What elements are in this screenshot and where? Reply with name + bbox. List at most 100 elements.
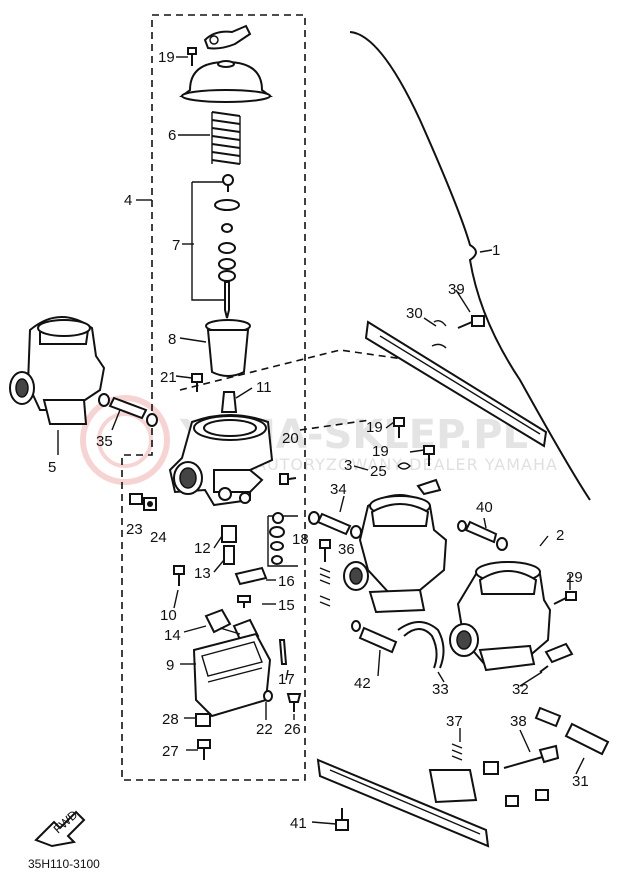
spring-6	[211, 111, 241, 165]
small-screws	[505, 789, 549, 807]
callout-21: 21	[160, 369, 177, 386]
callout-19-top: 19	[158, 49, 175, 66]
screw-20	[279, 473, 297, 485]
callout-28: 28	[162, 711, 179, 728]
assembly-4-boundary	[121, 14, 306, 781]
callout-25: 25	[370, 463, 387, 480]
spring-25	[397, 462, 411, 470]
screw-21	[191, 373, 203, 392]
callout-31: 31	[572, 773, 589, 790]
shaft-31	[534, 706, 610, 756]
throttle-lever	[203, 24, 252, 50]
callout-38: 38	[510, 713, 527, 730]
leader-dashed-1	[179, 349, 411, 391]
joint-34	[308, 511, 362, 539]
callout-18: 18	[292, 531, 309, 548]
callout-24: 24	[150, 529, 167, 546]
watermark-logo-inner	[97, 412, 153, 468]
oring-22	[263, 690, 273, 702]
piston-valve-8	[205, 319, 251, 377]
hose-33	[397, 621, 445, 669]
callout-33: 33	[432, 681, 449, 698]
needle-set-7	[191, 174, 240, 319]
screw-19-top	[187, 47, 197, 66]
callout-35: 35	[96, 433, 113, 450]
callout-30: 30	[406, 305, 423, 322]
callout-39: 39	[448, 281, 465, 298]
jet-11	[220, 391, 238, 413]
callout-16: 16	[278, 573, 295, 590]
callouts: 19 6 4 7 8 21 11 20 35 5 23 24 12 13 18 …	[48, 49, 589, 832]
callout-37: 37	[446, 713, 463, 730]
bottom-bar	[316, 758, 490, 848]
callout-27: 27	[162, 743, 179, 760]
callout-10: 10	[160, 607, 177, 624]
washers-23-24	[129, 493, 157, 511]
callout-6: 6	[168, 127, 176, 144]
screw-27	[197, 739, 211, 760]
callout-12: 12	[194, 540, 211, 557]
screw-29	[553, 591, 577, 605]
callout-20: 20	[282, 430, 299, 447]
float-bowl-9	[192, 632, 272, 718]
callout-8: 8	[168, 331, 176, 348]
callout-9: 9	[166, 657, 174, 674]
drawing-code: 35H110-3100	[28, 857, 100, 871]
callout-29: 29	[566, 569, 583, 586]
callout-22: 22	[256, 721, 273, 738]
bracket-37	[428, 743, 499, 804]
fwd-arrow: FWD	[34, 807, 86, 848]
callout-5: 5	[48, 459, 56, 476]
callout-11: 11	[256, 379, 272, 396]
callout-36: 36	[338, 541, 355, 558]
carburetor-3	[343, 494, 448, 614]
screw-36	[319, 539, 331, 607]
rod-38	[503, 744, 560, 769]
clip-30	[431, 319, 447, 349]
jet-assembly-18	[267, 512, 298, 567]
callout-15: 15	[278, 597, 295, 614]
nut-28	[195, 713, 211, 727]
leader-lines	[57, 56, 585, 825]
callout-40: 40	[476, 499, 493, 516]
callout-1: 1	[492, 242, 500, 259]
callout-3: 3	[344, 457, 352, 474]
plate-16	[234, 566, 268, 586]
pin-17	[278, 639, 288, 665]
callout-42: 42	[354, 675, 371, 692]
screw-10	[173, 565, 185, 586]
callout-32: 32	[512, 681, 529, 698]
callout-13: 13	[194, 565, 211, 582]
callout-14: 14	[164, 627, 181, 644]
callout-19-mid: 19	[366, 419, 383, 436]
bracket-25	[416, 478, 442, 496]
joint-40	[457, 520, 508, 551]
joint-35	[98, 393, 158, 427]
carburetor-2	[449, 561, 552, 672]
joint-42	[351, 620, 398, 654]
diaphragm-cover	[179, 60, 273, 103]
callout-34: 34	[330, 481, 347, 498]
bracket-1	[349, 31, 591, 501]
callout-19-right: 19	[372, 443, 389, 460]
bracket-rail	[364, 320, 548, 448]
callout-41: 41	[290, 815, 307, 832]
screw-41	[335, 808, 349, 831]
carburetor-5	[9, 316, 106, 425]
callout-7: 7	[172, 237, 180, 254]
carburetor-body-main	[168, 414, 274, 507]
callout-23: 23	[126, 521, 143, 538]
callout-17: 17	[278, 671, 295, 688]
drain-screw-26	[286, 693, 302, 712]
callout-4: 4	[124, 192, 132, 209]
screw-39	[457, 315, 485, 329]
screw-15	[237, 595, 251, 608]
watermark-sub: AUTORYZOWANY DEALER YAMAHA	[255, 455, 558, 474]
callout-2: 2	[556, 527, 564, 544]
link-32	[539, 642, 574, 673]
jets-12-13	[221, 525, 237, 565]
callout-26: 26	[284, 721, 301, 738]
watermark-logo	[80, 395, 170, 485]
